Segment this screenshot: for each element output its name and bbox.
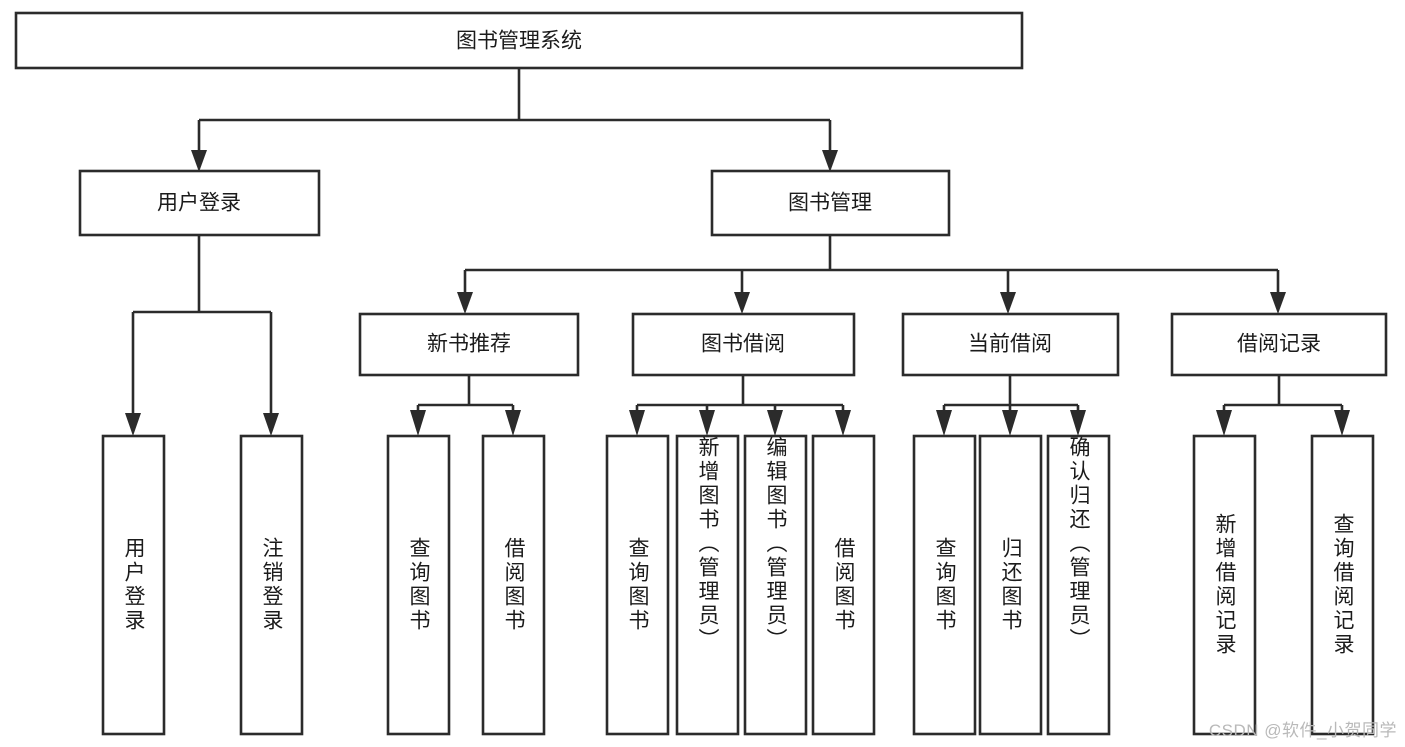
node-box-leaf-add-record[interactable] — [1192, 434, 1257, 736]
arrow-leaf-user-login — [125, 413, 141, 436]
node-box-leaf-add-book[interactable] — [675, 434, 740, 736]
node-box-leaf-confirm-return[interactable] — [1046, 434, 1111, 736]
node-label-root: 图书管理系统 — [456, 30, 582, 53]
node-box-leaf-query-book-3[interactable] — [912, 434, 977, 736]
node-box-book-management[interactable] — [710, 169, 951, 237]
node-box-book-borrow[interactable] — [631, 312, 856, 377]
arrow-leaf-add-record — [1216, 410, 1232, 436]
arrow-leaf-return-book — [1002, 410, 1018, 436]
node-label-current-borrow: 当前借阅 — [968, 333, 1052, 356]
arrow-borrow-record — [1270, 292, 1286, 314]
arrow-leaf-query-book-3 — [936, 410, 952, 436]
arrow-leaf-query-book-1 — [410, 410, 426, 436]
node-box-root[interactable] — [14, 11, 1024, 70]
node-box-borrow-record[interactable] — [1170, 312, 1388, 377]
arrow-book-borrow — [734, 292, 750, 314]
node-label-user-login: 用户登录 — [157, 192, 241, 215]
arrow-leaf-confirm-return — [1070, 410, 1086, 436]
arrow-leaf-query-book-2 — [629, 410, 645, 436]
node-box-new-book-recommend[interactable] — [358, 312, 580, 377]
node-label-new-book-recommend: 新书推荐 — [427, 333, 511, 356]
node-box-leaf-borrow-book-2[interactable] — [811, 434, 876, 736]
arrow-leaf-logout-login — [263, 413, 279, 436]
arrow-leaf-add-book — [699, 410, 715, 436]
arrow-leaf-query-record — [1334, 410, 1350, 436]
node-box-leaf-query-book-1[interactable] — [386, 434, 451, 736]
node-label-borrow-record: 借阅记录 — [1237, 333, 1321, 356]
node-box-current-borrow[interactable] — [901, 312, 1120, 377]
arrow-current-borrow — [1000, 292, 1016, 314]
arrow-leaf-borrow-book-1 — [505, 410, 521, 436]
node-label-book-borrow: 图书借阅 — [701, 333, 785, 356]
node-label-book-management: 图书管理 — [788, 192, 872, 215]
node-box-leaf-query-book-2[interactable] — [605, 434, 670, 736]
node-box-leaf-user-login[interactable] — [101, 434, 166, 736]
watermark-text: CSDN @软件_小贺同学 — [1208, 721, 1397, 740]
node-box-leaf-query-record[interactable] — [1310, 434, 1375, 736]
connector-group — [125, 68, 1350, 436]
node-box-user-login[interactable] — [78, 169, 321, 237]
node-group: 图书管理系统 用户登录 图书管理 新书推荐 图书借阅 当前借阅 借阅记录 — [14, 11, 1388, 736]
arrow-to-book-management — [822, 150, 838, 172]
arrow-to-user-login — [191, 150, 207, 172]
arrow-new-book-recommend — [457, 292, 473, 314]
node-box-leaf-logout-login[interactable] — [239, 434, 304, 736]
arrow-leaf-borrow-book-2 — [835, 410, 851, 436]
arrow-leaf-edit-book — [767, 410, 783, 436]
node-box-leaf-return-book[interactable] — [978, 434, 1043, 736]
node-box-leaf-borrow-book-1[interactable] — [481, 434, 546, 736]
node-box-leaf-edit-book[interactable] — [743, 434, 808, 736]
